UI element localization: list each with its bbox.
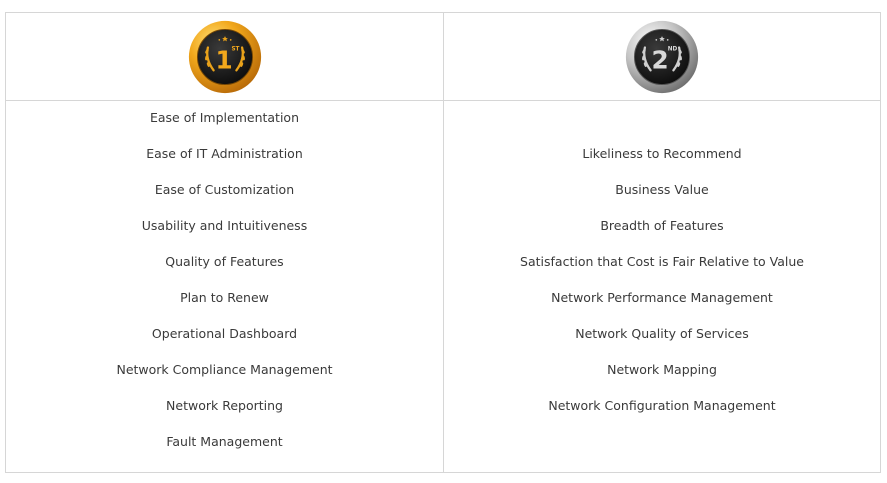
feature-item: Fault Management: [166, 434, 283, 449]
first-place-features: Ease of Implementation Ease of IT Admini…: [6, 101, 444, 472]
feature-item: Ease of Implementation: [149, 110, 299, 125]
feature-item: Network Compliance Management: [116, 362, 333, 377]
feature-item: Network Quality of Services: [575, 326, 749, 341]
feature-item: Usability and Intuitiveness: [141, 218, 308, 233]
gold-medal-icon: 1 ST: [188, 20, 261, 93]
feature-item: Network Reporting: [166, 398, 283, 413]
second-rank-suffix: ND: [668, 46, 678, 52]
feature-item: Ease of Customization: [154, 182, 295, 197]
feature-item: Network Mapping: [607, 362, 717, 377]
second-rank-number: 2: [652, 45, 669, 74]
silver-medal-icon: 2 ND: [625, 20, 699, 93]
ranking-table: 1 ST: [5, 12, 881, 473]
first-rank-number: 1: [215, 45, 232, 74]
first-place-header: 1 ST: [6, 13, 444, 101]
feature-item: Breadth of Features: [600, 218, 724, 233]
second-place-features: Likeliness to Recommend Business Value B…: [444, 101, 880, 472]
feature-item: Network Configuration Management: [548, 398, 776, 413]
feature-item: Business Value: [615, 182, 709, 197]
feature-item: Quality of Features: [165, 254, 284, 269]
feature-item: Satisfaction that Cost is Fair Relative …: [520, 254, 804, 269]
feature-item: Likeliness to Recommend: [582, 146, 742, 161]
feature-item: Plan to Renew: [180, 290, 269, 305]
feature-item: Ease of IT Administration: [146, 146, 303, 161]
feature-item: Operational Dashboard: [151, 326, 298, 341]
feature-item: Network Performance Management: [551, 290, 773, 305]
first-rank-suffix: ST: [231, 46, 239, 52]
second-place-header: 2 ND: [444, 13, 880, 101]
